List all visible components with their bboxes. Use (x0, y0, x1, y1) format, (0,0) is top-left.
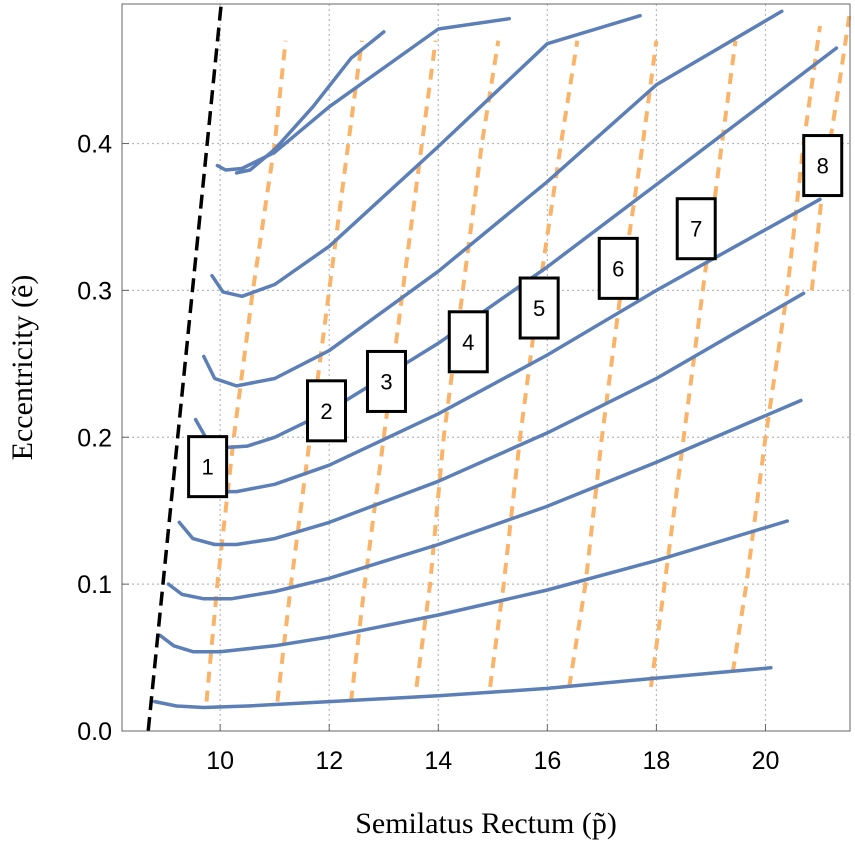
annotation-frame (518, 276, 560, 340)
annotation-label: 3 (380, 369, 392, 394)
annotation-box: 8 (802, 134, 844, 198)
annotation-label: 7 (690, 217, 702, 242)
annotation-frame (802, 134, 844, 198)
y-tick-label: 0.3 (77, 277, 112, 305)
trajectory-curve (177, 291, 806, 547)
annotation-box: 4 (447, 310, 489, 374)
annotation-label: 4 (462, 330, 474, 355)
annotation-frame (305, 379, 347, 443)
y-tick-label: 0.2 (77, 424, 112, 452)
trajectory-curve (210, 13, 642, 299)
annotation-frame (365, 349, 407, 413)
level-curve (730, 25, 822, 673)
annotation-box: 5 (518, 276, 560, 340)
trajectory-curve (166, 398, 803, 601)
y-tick-label: 0.0 (77, 718, 112, 746)
level-curve (204, 40, 288, 702)
trajectory-curve (188, 197, 822, 494)
trajectory-curve (158, 519, 790, 654)
annotation-frame (187, 435, 229, 499)
trajectory-curve (234, 30, 386, 175)
trajectory-curve (152, 666, 773, 710)
level-curve (567, 40, 659, 688)
separatrix-line (146, 3, 223, 732)
box-annotations: 1 2 3 4 5 6 7 8 (187, 134, 844, 499)
annotation-box: 2 (305, 379, 347, 443)
annotation-box: 1 (187, 435, 229, 499)
annotation-box: 6 (597, 236, 639, 300)
level-curve (349, 40, 438, 702)
level-curves (204, 11, 852, 702)
annotation-frame (597, 236, 639, 300)
x-tick-label: 16 (533, 747, 561, 775)
x-tick-label: 20 (752, 747, 780, 775)
x-tick-label: 18 (643, 747, 671, 775)
annotation-box: 3 (365, 349, 407, 413)
y-axis-title: Eccentricity (ẽ) (6, 275, 39, 461)
separatrix (146, 3, 223, 732)
annotation-label: 8 (817, 154, 829, 179)
level-curve (649, 40, 738, 688)
grid (122, 4, 850, 731)
annotation-frame (447, 310, 489, 374)
annotation-label: 5 (533, 296, 545, 321)
plot-frame (121, 3, 851, 732)
trajectory-curve (193, 46, 839, 450)
x-tick-label: 12 (315, 747, 343, 775)
trajectories (152, 9, 839, 710)
y-tick-label: 0.4 (77, 131, 112, 159)
trajectory-curve (202, 9, 784, 388)
trajectory-curve (215, 16, 511, 172)
level-curve (275, 40, 364, 702)
x-axis-title: Semilatus Rectum (p̃) (355, 807, 617, 840)
x-tick-label: 14 (424, 747, 452, 775)
annotation-frame (675, 197, 717, 261)
annotation-box: 7 (675, 197, 717, 261)
x-tick-label: 10 (206, 747, 234, 775)
annotation-label: 6 (612, 256, 624, 281)
annotation-label: 2 (320, 399, 332, 424)
y-tick-label: 0.1 (77, 571, 112, 599)
annotation-label: 1 (201, 455, 213, 480)
